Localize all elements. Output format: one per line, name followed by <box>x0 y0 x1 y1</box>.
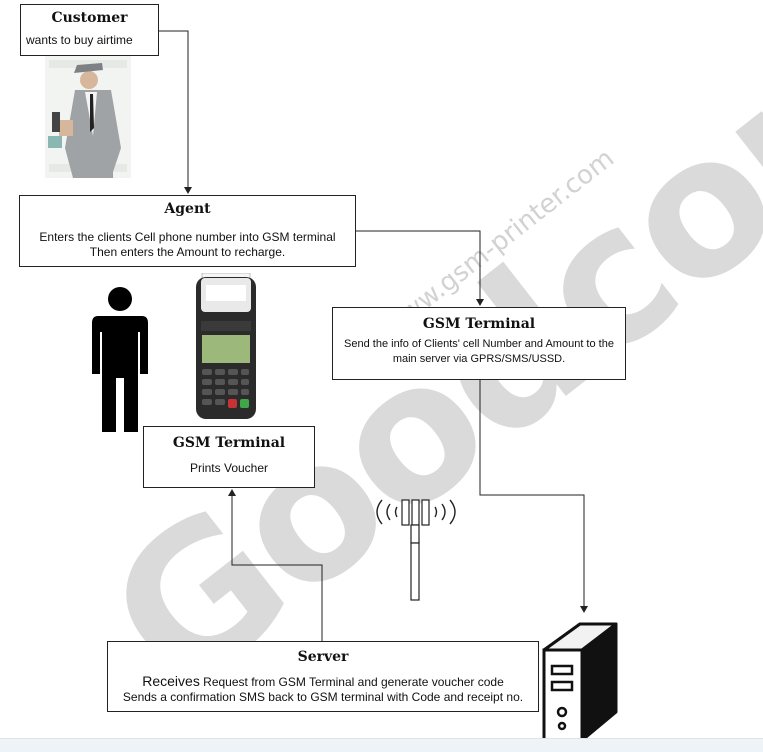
server-line-2: Sends a confirmation SMS back to GSM ter… <box>122 690 524 704</box>
server-title: Server <box>297 649 349 665</box>
gsm-terminal-send-line-2: main server via GPRS/SMS/USSD. <box>392 353 566 365</box>
antenna-tower-icon <box>376 499 456 601</box>
server-line-1-rest: Request from GSM Terminal and generate v… <box>199 675 504 689</box>
gsm-terminal-send-title: GSM Terminal <box>422 316 536 332</box>
connector-customer-to-agent <box>159 30 192 194</box>
connector-server-to-print-terminal <box>228 489 323 641</box>
bottom-strip <box>0 738 763 752</box>
server-tower-icon <box>542 622 618 744</box>
agent-line-1: Enters the clients Cell phone number int… <box>39 230 336 244</box>
gsm-terminal-send-box: GSM Terminal Send the info of Clients' c… <box>332 307 626 380</box>
agent-line-2: Then enters the Amount to recharge. <box>89 245 286 259</box>
customer-title: Customer <box>51 10 128 26</box>
gsm-terminal-print-box: GSM Terminal Prints Voucher <box>143 426 315 488</box>
server-box: Server Receives Request from GSM Termina… <box>107 641 539 712</box>
person-silhouette-icon <box>92 287 148 432</box>
server-line-1-lead: Receives <box>142 673 200 689</box>
gsm-terminal-print-text: Prints Voucher <box>189 461 269 475</box>
connector-agent-to-gsm-terminal <box>356 230 484 306</box>
agent-box: Agent Enters the clients Cell phone numb… <box>19 195 356 267</box>
gsm-terminal-send-line-1: Send the info of Clients' cell Number an… <box>344 338 614 350</box>
customer-text: wants to buy airtime <box>26 33 133 47</box>
customer-photo-icon <box>45 56 131 178</box>
customer-box: Customer wants to buy airtime <box>20 4 159 56</box>
gsm-terminal-print-title: GSM Terminal <box>172 435 286 451</box>
connector-gsm-terminal-to-server <box>479 380 588 613</box>
agent-title: Agent <box>164 201 211 217</box>
gsm-terminal-device-icon <box>196 273 256 419</box>
